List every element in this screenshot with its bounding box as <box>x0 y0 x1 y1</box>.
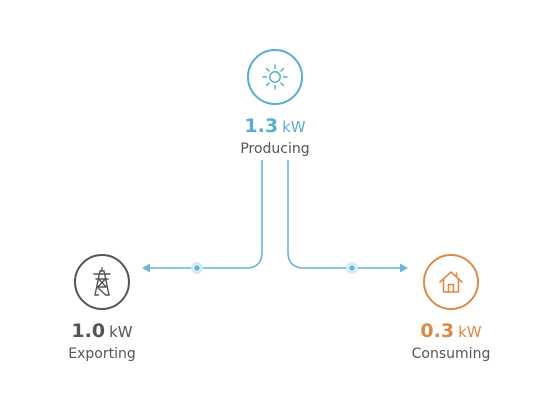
sun-icon <box>262 64 288 90</box>
producing-value-number: 1.3 <box>244 115 279 137</box>
flow-dot-right <box>349 265 355 271</box>
flow-line-to-consuming <box>287 160 402 269</box>
flow-line-to-exporting <box>148 160 263 269</box>
consuming-value-number: 0.3 <box>420 320 455 342</box>
flow-arrow-right <box>400 263 408 273</box>
flow-dot-left <box>194 265 200 271</box>
producing-value-unit: kW <box>282 118 306 136</box>
consuming-circle[interactable] <box>423 254 479 310</box>
producing-label: Producing <box>240 141 310 157</box>
house-icon <box>439 271 463 293</box>
exporting-circle[interactable] <box>74 254 130 310</box>
exporting-value-number: 1.0 <box>71 320 106 342</box>
power-tower-icon <box>93 267 111 296</box>
consuming-label: Consuming <box>411 346 491 362</box>
consuming-value-unit: kW <box>458 323 482 341</box>
producing-circle[interactable] <box>247 49 303 105</box>
flow-arrow-left <box>142 263 150 273</box>
exporting-value-unit: kW <box>109 323 133 341</box>
exporting-label: Exporting <box>68 346 136 362</box>
